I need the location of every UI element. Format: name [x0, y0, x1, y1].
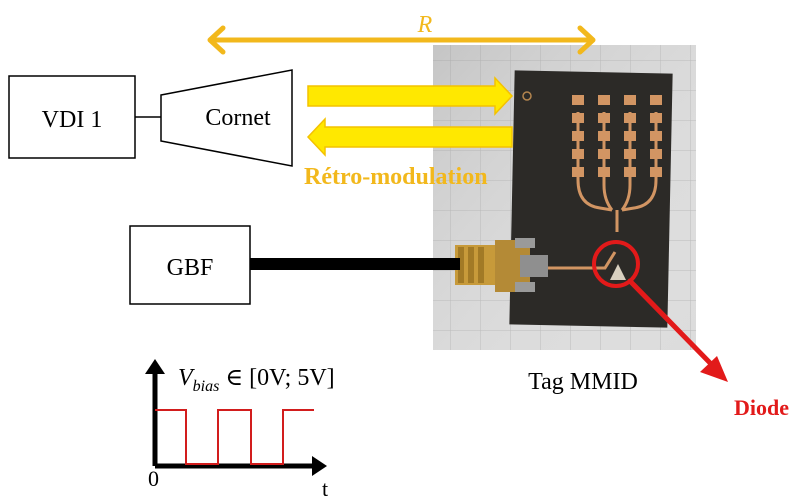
- bias-waveform: Vbias ∈ [0V; 5V] 0 t: [145, 359, 335, 497]
- gbf-label: GBF: [167, 255, 214, 281]
- tag-label: Tag MMID: [528, 369, 638, 395]
- antenna-patch: [650, 95, 662, 105]
- antenna-patch: [598, 95, 610, 105]
- sma-connector: [455, 238, 548, 292]
- antenna-patch: [572, 95, 584, 105]
- bias-eq-rest: ∈ [0V; 5V]: [219, 365, 334, 391]
- time-label: t: [322, 476, 328, 497]
- square-wave-trace: [155, 410, 314, 464]
- gbf-block: GBF: [130, 226, 250, 304]
- origin-label: 0: [148, 466, 159, 491]
- y-axis-arrow-icon: [145, 359, 165, 374]
- range-label: R: [417, 12, 433, 38]
- diode-label: Diode: [734, 395, 789, 420]
- antenna-patch: [624, 95, 636, 105]
- bias-equation: Vbias ∈ [0V; 5V]: [178, 365, 335, 395]
- vdi-label: VDI 1: [42, 107, 103, 133]
- horn-antenna: Cornet: [161, 70, 292, 166]
- horn-label: Cornet: [205, 105, 271, 131]
- vdi-block: VDI 1: [9, 76, 135, 158]
- x-axis-arrow-icon: [312, 456, 327, 476]
- bias-eq-sub: bias: [193, 378, 220, 395]
- retro-modulation-label: Rétro-modulation: [304, 164, 488, 190]
- coax-cable: [250, 258, 460, 270]
